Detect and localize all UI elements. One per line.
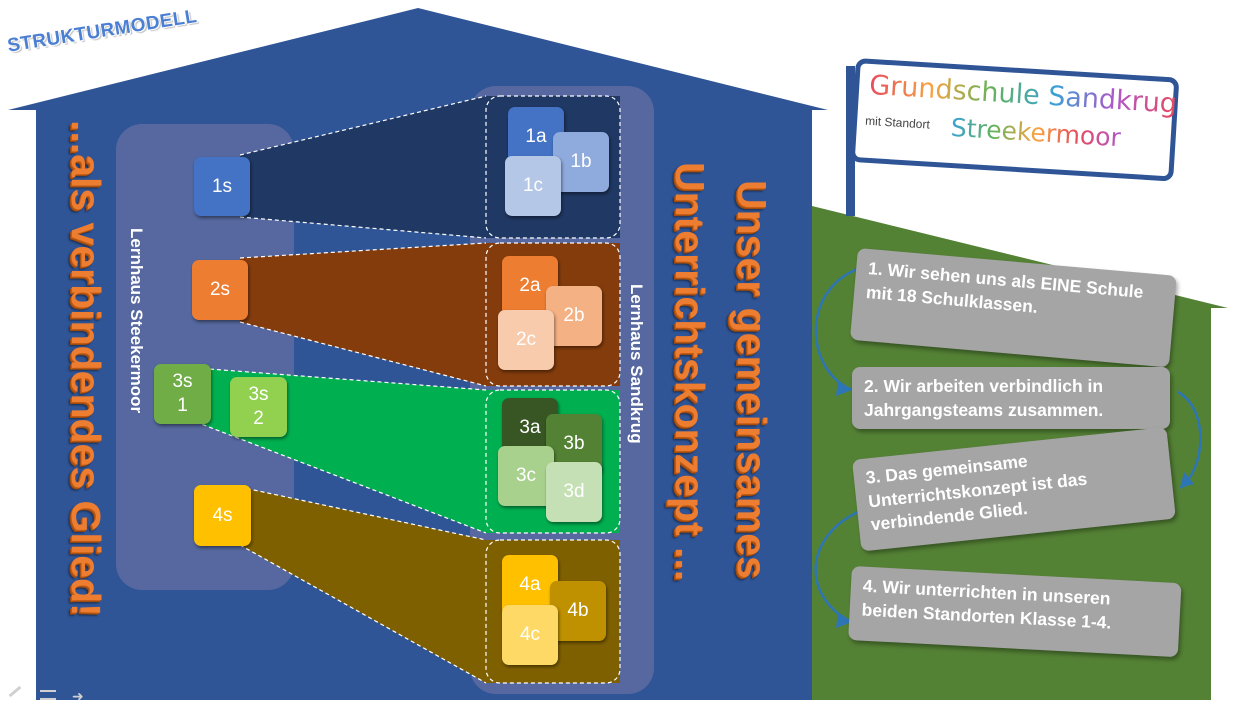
class-4s: 4s xyxy=(194,485,251,546)
class-1c: 1c xyxy=(505,156,561,216)
class-3s1: 3s 1 xyxy=(154,364,211,424)
class-4c: 4c xyxy=(502,605,558,665)
class-3s2: 3s 2 xyxy=(230,377,287,437)
class-2b: 2b xyxy=(546,286,602,346)
forward-icon[interactable]: ➜ xyxy=(72,688,84,704)
class-3s2-line1: 3s xyxy=(248,384,269,406)
class-1s: 1s xyxy=(194,157,250,216)
class-4b: 4b xyxy=(550,581,606,641)
steekermoor-panel xyxy=(116,124,294,590)
vertical-claim-right-line1: Unser gemeinsames xyxy=(729,180,775,579)
menu-icon[interactable] xyxy=(40,690,56,700)
class-3d: 3d xyxy=(546,462,602,522)
class-3s2-line2: 2 xyxy=(253,408,264,429)
class-3s1-line2: 1 xyxy=(177,395,188,416)
class-2c: 2c xyxy=(498,310,554,370)
class-3s1-line1: 3s xyxy=(172,371,193,393)
school-sub-big: Streekermoor xyxy=(950,112,1122,153)
dashed-outlines xyxy=(195,95,621,684)
class-3c: 3c xyxy=(498,446,554,506)
class-2s: 2s xyxy=(192,260,248,320)
school-sub-small: mit Standort xyxy=(864,113,931,132)
vertical-claim-left: ...als verbindendes Glied! xyxy=(63,120,109,617)
school-name: Grundschule Sandkrug xyxy=(868,69,1178,120)
lernhaus-sandkrug-label: Lernhaus Sandkrug xyxy=(627,284,646,444)
arrow-heads xyxy=(836,380,1194,628)
lernhaus-steekermoor-label: Lernhaus Steekermoor xyxy=(127,228,146,414)
statement-2: 2. Wir arbeiten verbindlich in Jahrgangs… xyxy=(852,367,1170,429)
vertical-claim-right-line2: Unterrichtskonzept ... xyxy=(667,162,713,582)
class-1b: 1b xyxy=(553,132,609,192)
school-sign: Grundschule Sandkrug mit Standort Streek… xyxy=(849,58,1180,182)
